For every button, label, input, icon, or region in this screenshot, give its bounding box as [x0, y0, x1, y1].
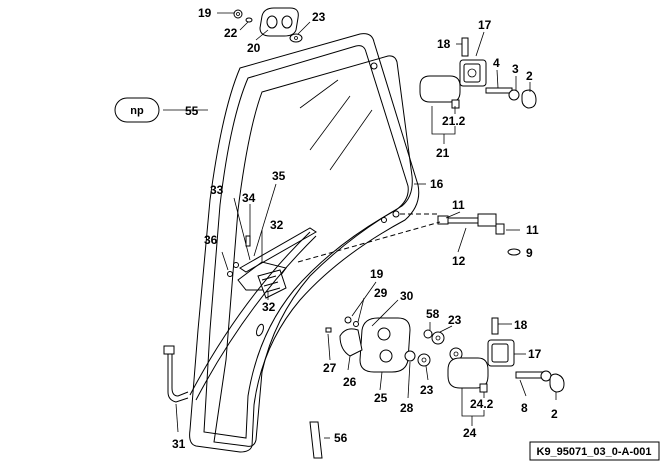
callout-20: 20 [247, 41, 261, 55]
upper-bracket-parts [233, 7, 303, 43]
callout-8: 8 [521, 401, 528, 415]
callout-11-a: 11 [452, 198, 465, 212]
callout-23-c: 23 [420, 383, 434, 397]
callout-27: 27 [323, 361, 337, 375]
drawing-reference: K9_95071_03_0-A-001 [537, 446, 652, 458]
gas-strut [297, 213, 521, 263]
callout-34: 34 [242, 191, 256, 205]
callout-35: 35 [272, 169, 286, 183]
callout-19-b: 19 [370, 267, 384, 281]
callout-2-b: 2 [551, 407, 558, 421]
callout-58: 58 [426, 307, 440, 321]
callout-17: 17 [478, 18, 492, 32]
door-glass-frame [189, 33, 420, 453]
callout-31: 31 [172, 437, 186, 451]
callout-29: 29 [374, 286, 388, 300]
callout-labels: 19 22 20 23 17 18 4 3 2 21.2 21 55 16 11… [172, 6, 558, 451]
callout-2: 2 [526, 69, 533, 83]
callout-21: 21 [436, 146, 450, 160]
callout-21-2: 21.2 [442, 114, 466, 128]
callout-32-b: 32 [262, 300, 276, 314]
callout-24: 24 [463, 426, 477, 440]
callout-33: 33 [210, 183, 224, 197]
callout-19: 19 [198, 6, 212, 20]
upper-hinge [419, 37, 537, 109]
callout-17-b: 17 [528, 347, 542, 361]
callout-23-b: 23 [448, 313, 462, 327]
callout-22: 22 [224, 26, 238, 40]
inner-handle-assembly [189, 227, 317, 401]
leader-lines [163, 12, 557, 439]
callout-9: 9 [526, 246, 533, 260]
callout-28: 28 [400, 401, 414, 415]
callout-11-b: 11 [526, 223, 539, 237]
callout-56: 56 [334, 431, 348, 445]
callout-18: 18 [437, 37, 451, 51]
callout-4: 4 [493, 56, 500, 70]
lock-mechanism [325, 316, 463, 373]
lower-hinge [447, 317, 565, 393]
callout-26: 26 [343, 375, 357, 389]
np-logo: np [114, 97, 160, 123]
reference-box: K9_95071_03_0-A-001 [529, 441, 660, 461]
callout-23: 23 [312, 10, 326, 24]
callout-18-b: 18 [514, 318, 528, 332]
callout-12: 12 [452, 254, 466, 268]
callout-24-2: 24.2 [470, 397, 494, 411]
hook-and-rod [163, 345, 323, 459]
callout-55: 55 [185, 104, 199, 118]
callout-25: 25 [374, 391, 388, 405]
callout-16: 16 [430, 177, 444, 191]
callout-36: 36 [204, 233, 218, 247]
callout-30: 30 [400, 289, 414, 303]
logo-text: np [130, 105, 144, 117]
callout-32-a: 32 [270, 218, 284, 232]
callout-3: 3 [512, 62, 519, 76]
